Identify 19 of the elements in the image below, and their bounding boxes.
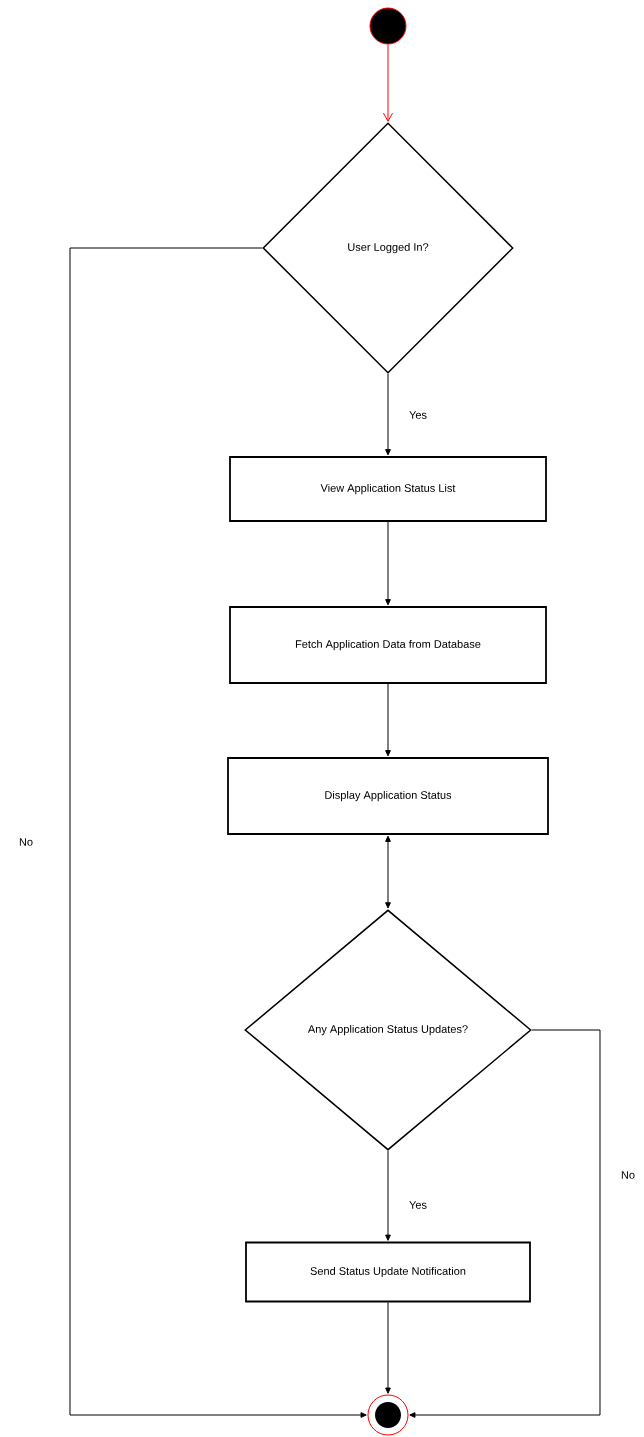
- process-box: Send Status Update Notification: [245, 1241, 531, 1303]
- edge-label: Yes: [408, 1200, 428, 1210]
- arrow: [385, 373, 391, 456]
- arrow: [385, 1150, 391, 1241]
- arrow: [385, 1301, 391, 1394]
- arrow: [385, 683, 391, 757]
- arrow: [69, 247, 367, 1418]
- edge-label: Yes: [408, 410, 428, 420]
- process-box: View Application Status List: [229, 456, 547, 522]
- end-node: [367, 1394, 409, 1436]
- arrow: [383, 44, 393, 122]
- arrow: [385, 835, 391, 909]
- arrow: [409, 1029, 601, 1418]
- arrow: [385, 521, 391, 606]
- process-box: Fetch Application Data from Database: [229, 606, 547, 684]
- process-box: Display Application Status: [227, 757, 549, 835]
- start-node: [369, 7, 407, 45]
- edge-label: No: [17, 837, 35, 847]
- edge-label: No: [619, 1170, 637, 1180]
